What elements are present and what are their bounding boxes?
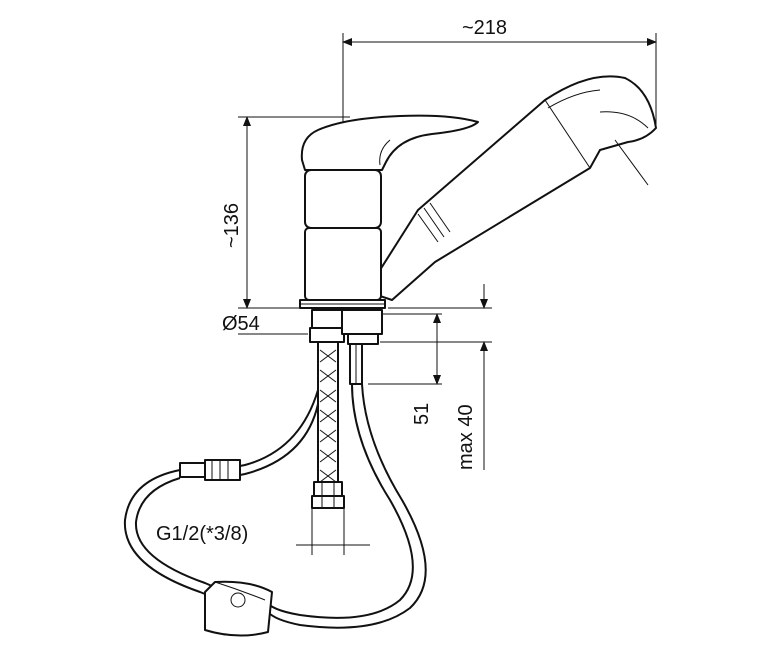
dimension-shank: 51 <box>368 313 442 425</box>
thread-label: G1/2(*3/8) <box>156 523 248 545</box>
height-label: ~136 <box>221 203 243 248</box>
braided-hose <box>311 341 345 509</box>
base-diameter-label: Ø54 <box>222 313 260 335</box>
shank-label: 51 <box>411 403 433 425</box>
width-label: ~218 <box>462 17 507 39</box>
spray-head <box>379 75 657 301</box>
faucet-body <box>299 114 479 309</box>
dimension-max-counter: max 40 <box>380 284 492 470</box>
mounting-shank <box>309 309 383 385</box>
dimension-height: ~136 <box>221 116 350 309</box>
max-counter-label: max 40 <box>455 404 477 470</box>
dimension-thread: G1/2(*3/8) <box>156 508 370 555</box>
pullout-hose <box>123 383 427 637</box>
hose-weight <box>204 580 273 637</box>
dimension-base-diameter: Ø54 <box>222 313 308 335</box>
